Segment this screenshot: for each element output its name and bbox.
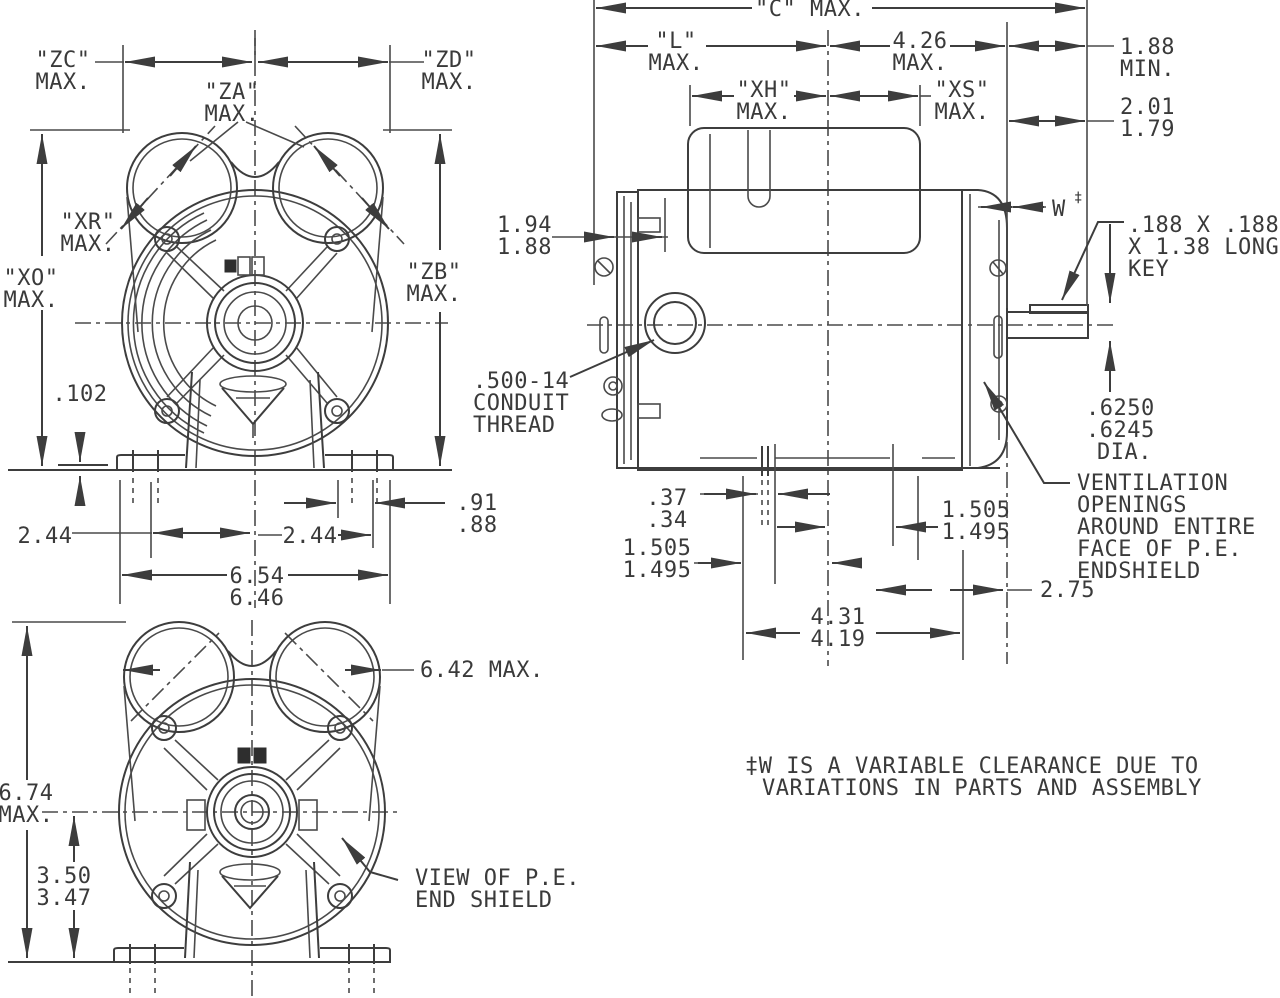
- dim-350: 3.50: [37, 864, 92, 889]
- dim-label-zb-max: MAX.: [407, 282, 462, 307]
- vent-note-line1: VENTILATION: [1077, 471, 1228, 496]
- dim-l: "L": [655, 29, 696, 54]
- vent-note-line5: ENDSHIELD: [1077, 559, 1201, 584]
- pe-hub-clamp: [186, 747, 318, 831]
- dim-1495-left: 1.495: [623, 558, 692, 583]
- dim-w: W: [1052, 197, 1066, 222]
- footnote-line2: VARIATIONS IN PARTS AND ASSEMBLY: [762, 776, 1202, 801]
- dim-label-zc: "ZC": [36, 48, 91, 73]
- shaft-dia-line2: .6245: [1086, 418, 1155, 443]
- dim-244-right: 2.44: [283, 524, 338, 549]
- dim-1505-left: 1.505: [623, 536, 692, 561]
- front-view: "ZC" MAX. "ZA" MAX. "ZD" MAX. "XR" MAX. …: [4, 30, 497, 611]
- dim-label-xr-max: MAX.: [61, 232, 116, 257]
- footnote: ‡W IS A VARIABLE CLEARANCE DUE TO VARIAT…: [745, 754, 1202, 801]
- conduit-note-line3: THREAD: [473, 413, 555, 438]
- front-base: [116, 371, 394, 504]
- side-view: "C" MAX. "L" MAX. 4.26 MAX. 1.88 MIN. 2.…: [473, 0, 1279, 666]
- front-left-lobe-axis: [105, 125, 216, 245]
- dim-275: 2.75: [1040, 578, 1095, 603]
- front-base-chevron: [219, 375, 287, 438]
- dim-xs-max: MAX.: [935, 100, 990, 125]
- key-note-line2: X 1.38 LONG: [1128, 235, 1279, 260]
- pe-base: [113, 861, 391, 994]
- pe-shaft-hub: [206, 766, 298, 858]
- pe-left-lobe-axis: [130, 632, 220, 722]
- dim-xh-max: MAX.: [737, 100, 792, 125]
- key-note-line1: .188 X .188: [1128, 213, 1279, 238]
- dim-label-xo: "XO": [4, 266, 59, 291]
- dim-label-zb: "ZB": [407, 260, 462, 285]
- front-shaft-hub: [206, 274, 304, 372]
- dim-646: 6.46: [230, 586, 285, 611]
- dim-194: 1.94: [497, 213, 552, 238]
- dim-label-xr: "XR": [61, 210, 116, 235]
- front-dimensions: [30, 38, 452, 604]
- dim-347: 3.47: [37, 886, 92, 911]
- side-motor-body: [594, 127, 1089, 530]
- dim-37: .37: [646, 486, 687, 511]
- dim-l-max: MAX.: [649, 51, 704, 76]
- dim-1505-right: 1.505: [942, 498, 1011, 523]
- pe-endshield-view: 6.42 MAX. 6.74 MAX. 3.50 3.47 VIEW OF P.…: [0, 620, 580, 996]
- dim-179: 1.79: [1120, 117, 1175, 142]
- vent-note-line3: AROUND ENTIRE: [1077, 515, 1256, 540]
- dim-102: .102: [53, 382, 108, 407]
- conduit-opening: [644, 292, 706, 354]
- pe-base-chevron: [219, 863, 281, 910]
- shaft: [1006, 304, 1089, 339]
- dim-654: 6.54: [230, 564, 285, 589]
- dim-label-za-max: MAX.: [205, 102, 260, 127]
- dim-244-left: 2.44: [18, 524, 73, 549]
- dim-188-min: 1.88: [1120, 35, 1175, 60]
- dim-88: .88: [456, 513, 497, 538]
- front-endshield-struts: [166, 246, 338, 404]
- vent-note-line2: OPENINGS: [1077, 493, 1187, 518]
- dim-642-max: 6.42 MAX.: [420, 658, 544, 683]
- pe-dimensions: [12, 621, 414, 958]
- front-motor-outline: [8, 132, 452, 504]
- terminal-box: [687, 127, 921, 254]
- dim-188-min-label: MIN.: [1120, 57, 1175, 82]
- dim-674: 6.74: [0, 781, 53, 806]
- dim-188: 1.88: [497, 235, 552, 260]
- vent-note-line4: FACE OF P.E.: [1077, 537, 1242, 562]
- dim-34: .34: [646, 508, 687, 533]
- key-note-line3: KEY: [1128, 257, 1169, 282]
- dim-426: 4.26: [893, 29, 948, 54]
- dim-label-xo-max: MAX.: [4, 288, 59, 313]
- dim-xh: "XH": [737, 78, 792, 103]
- dim-label-za: "ZA": [205, 80, 260, 105]
- dim-label-zd: "ZD": [422, 48, 477, 73]
- conduit-note-line1: .500-14: [473, 369, 569, 394]
- dim-91: .91: [456, 491, 497, 516]
- side-dimensions: [552, 0, 1124, 664]
- dim-xs: "XS": [935, 78, 990, 103]
- dim-w-mark: ‡: [1074, 190, 1083, 206]
- pe-endshield-bolts: [151, 715, 353, 909]
- front-endshield-bolts: [154, 226, 350, 424]
- dim-419: 4.19: [811, 627, 866, 652]
- pe-caption-line2: END SHIELD: [415, 888, 552, 913]
- dim-c-max: "C" MAX.: [755, 0, 865, 22]
- dim-426-max: MAX.: [893, 51, 948, 76]
- dim-201: 2.01: [1120, 95, 1175, 120]
- dim-674-max: MAX.: [0, 803, 53, 828]
- dim-label-zd-max: MAX.: [422, 70, 477, 95]
- dim-1495-right: 1.495: [942, 520, 1011, 545]
- pe-motor-outline: [8, 621, 391, 994]
- pe-caption-line1: VIEW OF P.E.: [415, 866, 580, 891]
- shaft-key: [1029, 304, 1089, 314]
- dim-431: 4.31: [811, 605, 866, 630]
- front-hub-clamp: [224, 256, 265, 276]
- conduit-note-line2: CONDUIT: [473, 391, 569, 416]
- shaft-dia-line1: .6250: [1086, 396, 1155, 421]
- footnote-line1: ‡W IS A VARIABLE CLEARANCE DUE TO: [745, 754, 1199, 779]
- pe-right-lobe-axis: [284, 632, 374, 722]
- shaft-dia-line3: DIA.: [1097, 440, 1152, 465]
- pe-endshield-struts: [163, 739, 341, 885]
- side-left-fasteners: [594, 257, 623, 422]
- dim-label-zc-max: MAX.: [36, 70, 91, 95]
